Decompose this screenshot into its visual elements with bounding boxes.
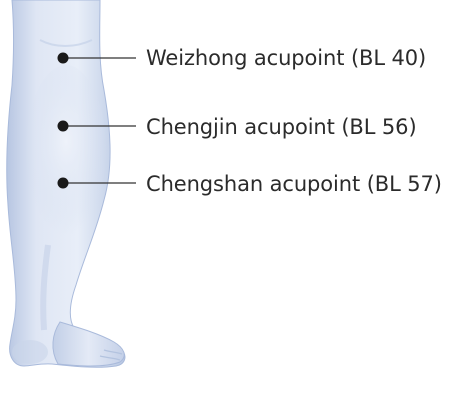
marker-weizhong — [58, 53, 69, 64]
label-chengshan: Chengshan acupoint (BL 57) — [146, 174, 442, 195]
marker-chengjin — [58, 121, 69, 132]
heel-shadow — [12, 340, 48, 364]
label-weizhong: Weizhong acupoint (BL 40) — [146, 48, 426, 69]
marker-chengshan — [58, 178, 69, 189]
label-chengjin: Chengjin acupoint (BL 56) — [146, 117, 417, 138]
foot — [53, 322, 124, 366]
calf-highlight — [26, 65, 106, 235]
